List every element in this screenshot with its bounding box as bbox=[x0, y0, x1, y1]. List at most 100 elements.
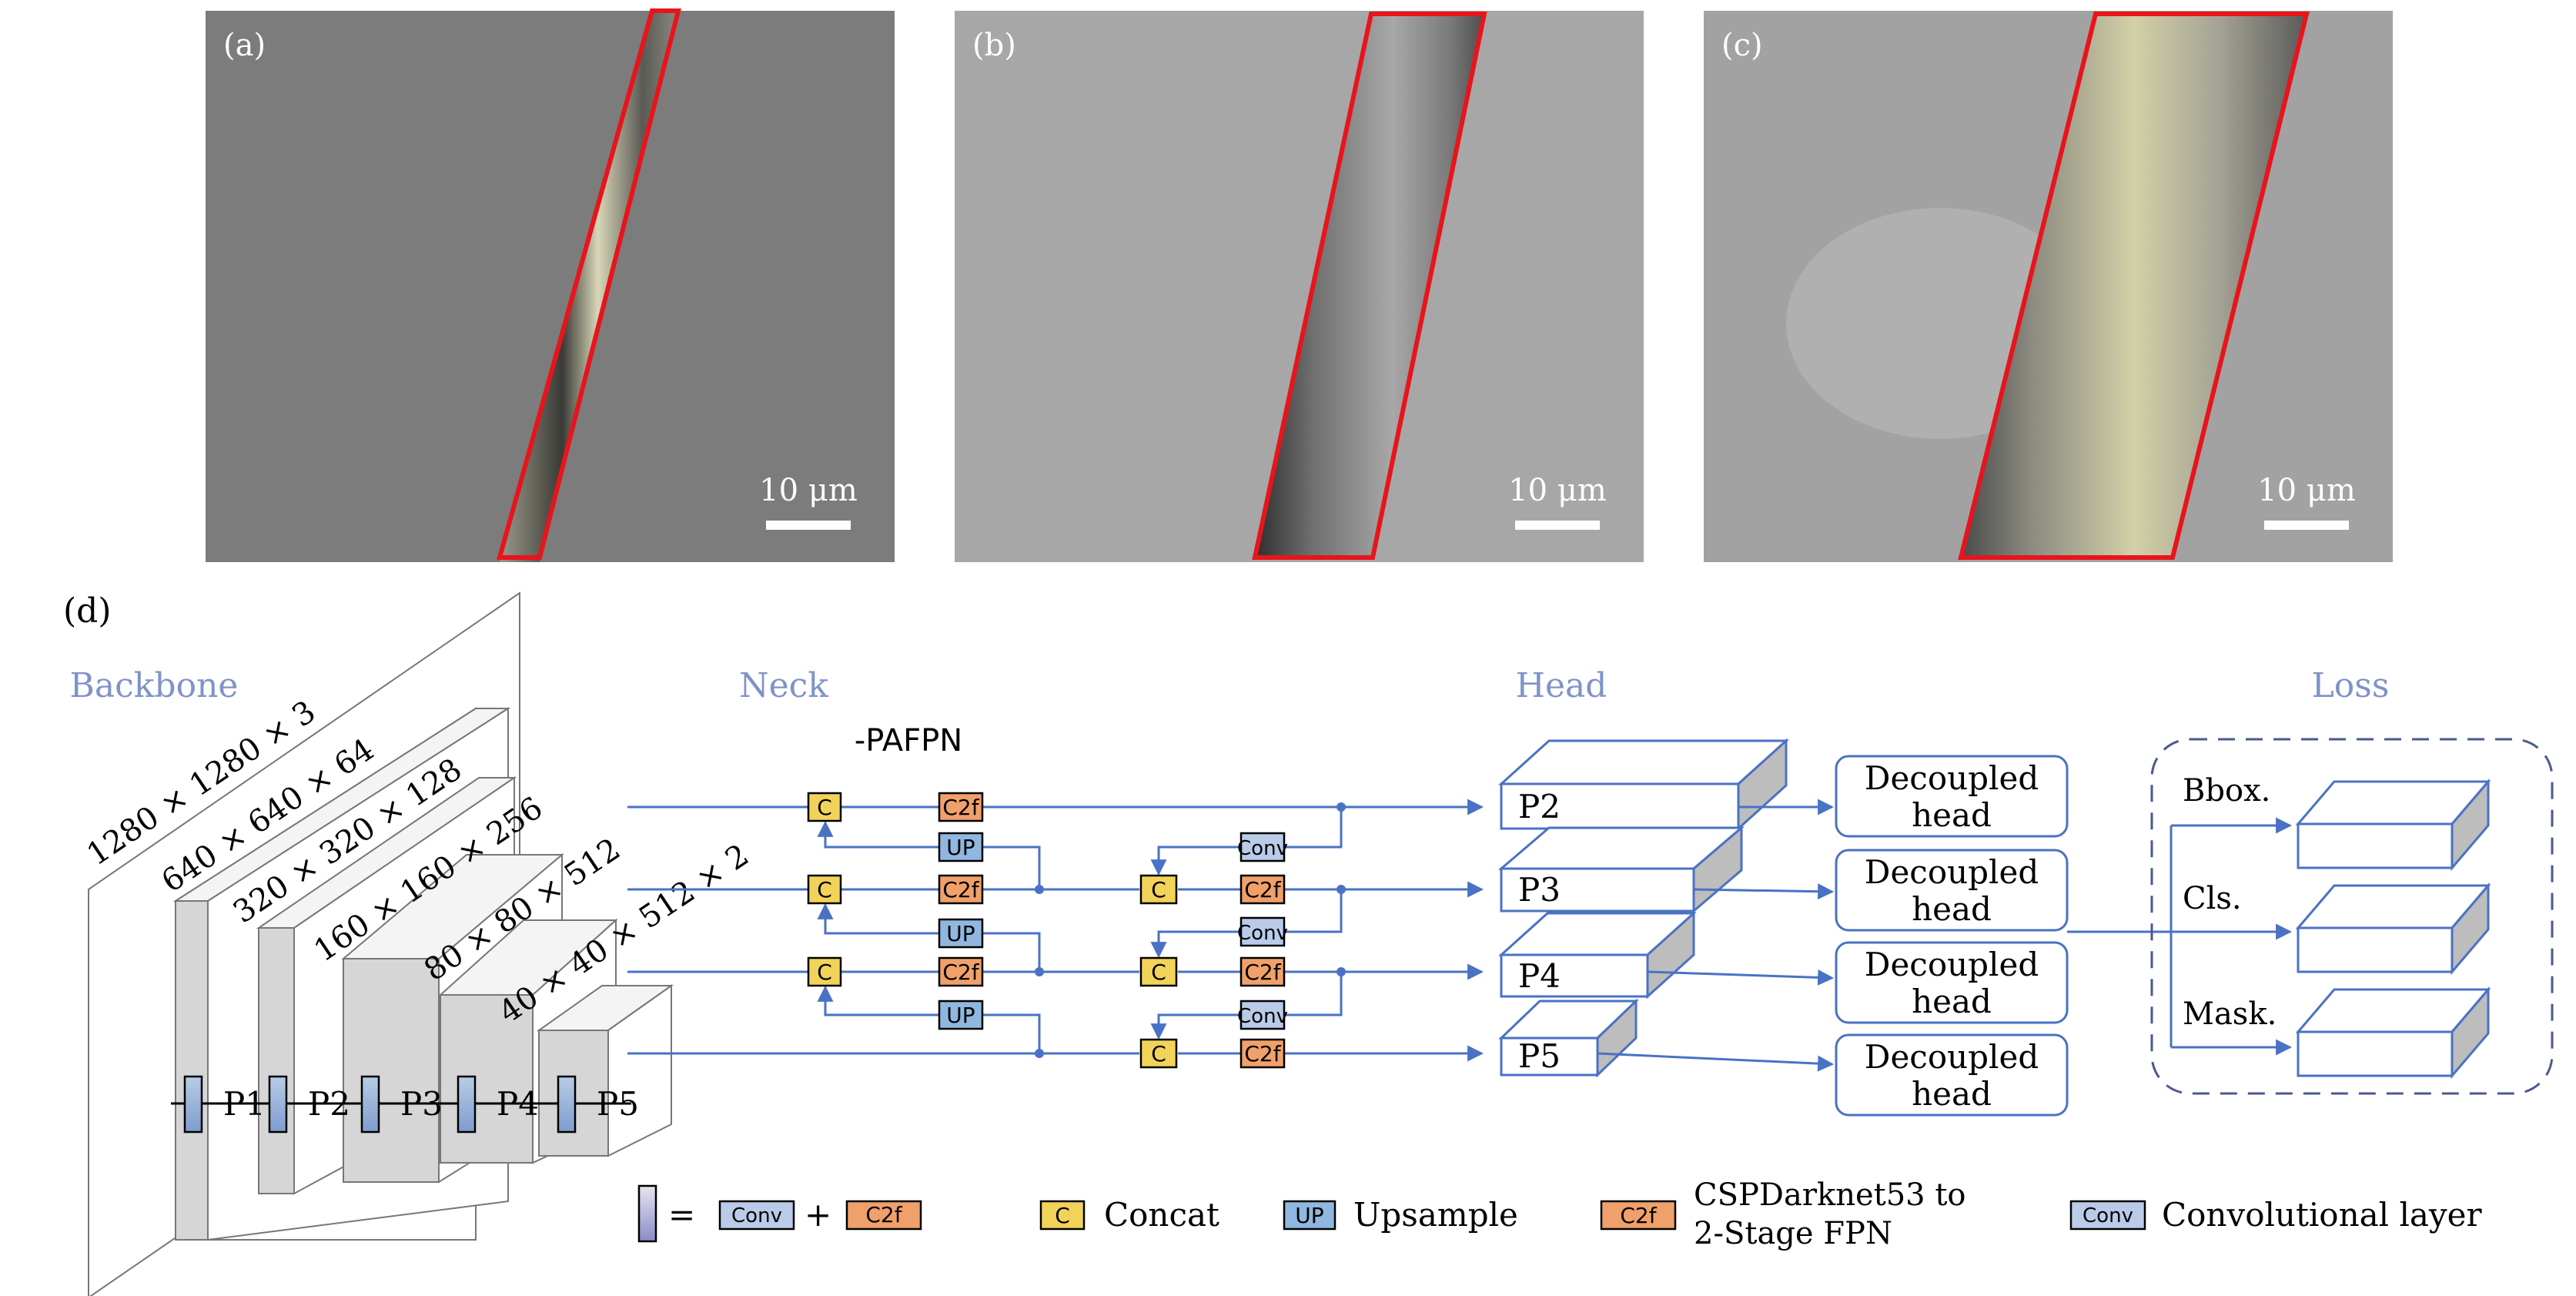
concat-block: C bbox=[807, 874, 842, 905]
concat-block: C bbox=[807, 792, 842, 822]
c2f-block: C2f bbox=[1239, 956, 1286, 987]
svg-text:C2f: C2f bbox=[1620, 1203, 1657, 1228]
concat-block: C bbox=[1139, 1038, 1178, 1069]
head-level-p3: P3 bbox=[1497, 825, 1745, 914]
upsample-block: UP bbox=[938, 918, 984, 949]
head-level-p4: P4 bbox=[1498, 910, 1697, 1000]
legend: = Conv + C2f C Concat UP Upsample C2f CS… bbox=[637, 1177, 2482, 1251]
svg-text:C2f: C2f bbox=[942, 959, 979, 985]
panel-label-a: (a) bbox=[223, 28, 266, 63]
c2f-block: C2f bbox=[938, 956, 984, 987]
svg-text:C: C bbox=[1151, 1041, 1166, 1067]
decoupled-heads: Decoupled head Decoupled head Decoupled … bbox=[1835, 755, 2069, 1117]
svg-text:UP: UP bbox=[1295, 1203, 1323, 1228]
legend-upsample: UP Upsample bbox=[1283, 1196, 1518, 1234]
scalebar-b bbox=[1515, 521, 1600, 530]
upsample-block: UP bbox=[938, 1000, 984, 1030]
decoupled-head: Decoupled head bbox=[1835, 941, 2069, 1024]
section-head: Head bbox=[1516, 666, 1607, 705]
decoupled-head: Decoupled head bbox=[1835, 1033, 2069, 1117]
svg-text:head: head bbox=[1912, 1075, 1992, 1113]
svg-text:Convolutional layer: Convolutional layer bbox=[2162, 1196, 2482, 1234]
svg-text:Decoupled: Decoupled bbox=[1865, 1038, 2039, 1076]
svg-text:Conv: Conv bbox=[1237, 1005, 1288, 1028]
junction-dots bbox=[1035, 802, 1346, 1058]
svg-text:Conv: Conv bbox=[731, 1204, 782, 1227]
head-level-p2: P2 bbox=[1498, 738, 1789, 832]
panel-label-c: (c) bbox=[1721, 28, 1763, 63]
svg-text:Conv: Conv bbox=[2083, 1204, 2133, 1227]
svg-text:P2: P2 bbox=[308, 1085, 350, 1123]
stage-p4: P4 bbox=[457, 1075, 539, 1134]
scalebar-label-b: 10 μm bbox=[1508, 473, 1607, 508]
svg-text:head: head bbox=[1912, 890, 1992, 928]
svg-text:C: C bbox=[817, 877, 832, 903]
c2f-block: C2f bbox=[938, 792, 984, 822]
backbone-layer-5 bbox=[536, 984, 674, 1157]
svg-text:C2f: C2f bbox=[1244, 877, 1281, 903]
loss-box: Bbox. Cls. Mask. bbox=[2150, 738, 2554, 1095]
legend-concat: C Concat bbox=[1039, 1196, 1219, 1234]
svg-text:C2f: C2f bbox=[942, 877, 979, 903]
svg-text:P5: P5 bbox=[597, 1085, 639, 1123]
svg-text:UP: UP bbox=[946, 835, 975, 860]
svg-text:Concat: Concat bbox=[1104, 1196, 1219, 1234]
concat-block: C bbox=[1139, 956, 1178, 987]
loss-cls-label: Cls. bbox=[2183, 881, 2242, 916]
scalebar-label-c: 10 μm bbox=[2257, 473, 2356, 508]
fiber-a bbox=[500, 11, 678, 562]
svg-text:Decoupled: Decoupled bbox=[1865, 946, 2039, 983]
panel-a: (a) 10 μm bbox=[206, 8, 895, 562]
detection-box-b bbox=[1252, 12, 1487, 560]
stage-p5: P5 bbox=[557, 1075, 639, 1134]
svg-text:+: + bbox=[805, 1196, 831, 1234]
svg-text:Decoupled: Decoupled bbox=[1865, 853, 2039, 891]
svg-text:P2: P2 bbox=[1518, 788, 1561, 825]
stage-p3: P3 bbox=[360, 1075, 443, 1134]
svg-text:C: C bbox=[1151, 959, 1166, 985]
upsample-block: UP bbox=[938, 832, 984, 862]
svg-text:UP: UP bbox=[946, 921, 975, 946]
svg-text:Conv: Conv bbox=[1237, 837, 1288, 860]
detection-box-a bbox=[497, 8, 681, 560]
neck-subtitle: -PAFPN bbox=[855, 723, 962, 759]
panel-b: (b) 10 μm bbox=[955, 11, 1644, 562]
svg-text:Upsample: Upsample bbox=[1353, 1196, 1518, 1234]
svg-text:2-Stage FPN: 2-Stage FPN bbox=[1694, 1216, 1892, 1251]
scalebar-label-a: 10 μm bbox=[759, 473, 858, 508]
decoupled-head: Decoupled head bbox=[1835, 849, 2069, 932]
c2f-block: C2f bbox=[1239, 874, 1286, 905]
svg-text:C2f: C2f bbox=[1244, 1041, 1281, 1067]
svg-text:P3: P3 bbox=[1518, 871, 1561, 909]
svg-text:P5: P5 bbox=[1518, 1037, 1561, 1075]
section-neck: Neck bbox=[739, 666, 828, 705]
loss-bbox-cube bbox=[2295, 778, 2491, 872]
svg-text:CSPDarknet53 to: CSPDarknet53 to bbox=[1694, 1177, 1965, 1213]
head-levels: P2 P3 P4 P5 bbox=[1497, 738, 1789, 1078]
svg-text:P4: P4 bbox=[497, 1085, 539, 1123]
conv-block: Conv bbox=[1237, 916, 1288, 947]
svg-text:=: = bbox=[668, 1196, 695, 1234]
scalebar-c bbox=[2264, 521, 2349, 530]
legend-stage-block: = Conv + C2f bbox=[637, 1184, 922, 1243]
detection-box-c bbox=[1958, 12, 2310, 560]
section-loss: Loss bbox=[2312, 666, 2390, 705]
fiber-b bbox=[1255, 14, 1484, 558]
svg-text:head: head bbox=[1912, 983, 1992, 1020]
panel-label-d: (d) bbox=[63, 591, 112, 631]
svg-text:Conv: Conv bbox=[1237, 922, 1288, 945]
stage-p2: P2 bbox=[268, 1075, 350, 1134]
panel-c: (c) 10 μm bbox=[1704, 11, 2393, 562]
scalebar-a bbox=[766, 521, 851, 530]
loss-mask-label: Mask. bbox=[2183, 996, 2277, 1032]
svg-text:C2f: C2f bbox=[1244, 959, 1281, 985]
concat-block: C bbox=[807, 956, 842, 987]
stage-p1: P1 bbox=[183, 1075, 266, 1134]
svg-text:P4: P4 bbox=[1518, 957, 1561, 995]
loss-cls-cube bbox=[2295, 882, 2491, 976]
head-arrows bbox=[1597, 799, 1835, 1072]
c2f-block: C2f bbox=[1239, 1038, 1286, 1069]
head-level-p5: P5 bbox=[1498, 998, 1639, 1078]
svg-text:head: head bbox=[1912, 796, 1992, 834]
